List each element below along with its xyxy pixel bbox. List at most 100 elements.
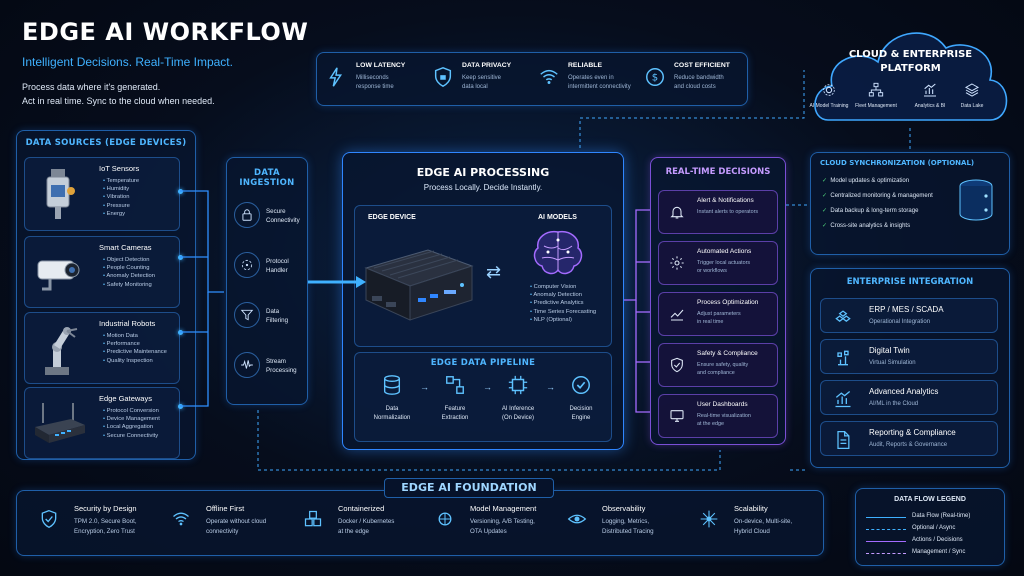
connector-dot	[178, 404, 183, 409]
benefit-desc-1: Operates even in	[568, 75, 614, 81]
decision-card-0[interactable]: Alert & Notifications Instant alerts to …	[658, 190, 778, 234]
cloud-title-line-1: CLOUD & ENTERPRISE	[848, 49, 973, 60]
page-subtitle: Intelligent Decisions. Real-Time Impact.	[22, 55, 233, 69]
source-card-3[interactable]: Edge Gateways Protocol ConversionDevice …	[24, 387, 180, 459]
enterprise-name: ERP / MES / SCADA	[869, 305, 944, 314]
ingestion-label-2: Handler	[266, 267, 288, 274]
pipeline-label-2: Engine	[571, 415, 591, 421]
foundation-name: Offline First	[206, 504, 245, 513]
benefit-desc-1: Keep sensitive	[462, 75, 502, 81]
decision-desc-2: or workflows	[697, 268, 727, 274]
source-name: Industrial Robots	[99, 319, 156, 328]
foundation-item-5: Scalability On-device, Multi-site, Hybri…	[696, 502, 824, 550]
brain-icon	[533, 230, 583, 275]
bidirectional-arrow-icon: ⇄	[486, 262, 502, 282]
cloud-item-1: Fleet Management	[854, 82, 898, 109]
legend-label: Data Flow (Real-time)	[912, 513, 971, 519]
lock-icon	[234, 202, 260, 228]
pipeline-label-1: Feature	[444, 406, 466, 412]
cloud-title-line-2: PLATFORM	[880, 63, 941, 74]
legend-label: Management / Sync	[912, 549, 966, 555]
source-bullet: Device Management	[103, 415, 160, 423]
benefit-title: DATA PRIVACY	[462, 62, 512, 69]
edge-gateway-image	[29, 394, 89, 454]
sync-item-label: Centralized monitoring & management	[830, 193, 933, 199]
foundation-desc-1: Versioning, A/B Testing,	[470, 518, 535, 525]
legend-title: DATA FLOW LEGEND	[894, 496, 966, 503]
enterprise-card-3[interactable]: Reporting & Compliance Audit, Reports & …	[820, 421, 998, 456]
ai-model-item: Anomaly Detection	[530, 291, 596, 299]
foundation-name: Security by Design	[74, 504, 137, 513]
source-bullet: Predictive Maintenance	[103, 348, 167, 356]
smart-camera-image	[29, 243, 89, 303]
enterprise-name: Advanced Analytics	[869, 387, 939, 396]
source-bullet: Safety Monitoring	[103, 281, 155, 289]
edge-device-icon	[364, 249, 474, 321]
benefit-desc-2: response time	[356, 84, 394, 90]
source-bullet: Protocol Conversion	[103, 407, 160, 415]
enterprise-desc: Audit, Reports & Governance	[869, 442, 948, 448]
checkmark-icon: ✓	[822, 223, 828, 229]
iot-sensor-image	[29, 164, 89, 226]
checkmark-icon: ✓	[822, 193, 828, 199]
foundation-desc-1: TPM 2.0, Secure Boot,	[74, 518, 137, 525]
ai-model-item: Time Series Forecasting	[530, 308, 597, 316]
cloud-sync-title: CLOUD SYNCHRONIZATION (OPTIONAL)	[820, 159, 975, 167]
enterprise-card-1[interactable]: Digital Twin Virtual Simulation	[820, 339, 998, 374]
shield-lock-icon	[430, 64, 456, 90]
page-title: EDGE AI WORKFLOW	[22, 18, 309, 46]
decisions-title: REAL-TIME DECISIONS	[665, 167, 771, 177]
foundation-item-0: Security by Design TPM 2.0, Secure Boot,…	[36, 502, 164, 550]
source-bullets: TemperatureHumidityVibrationPressureEner…	[103, 177, 140, 218]
decision-card-4[interactable]: User Dashboards Real-time visualization …	[658, 394, 778, 438]
edge-device-label: EDGE DEVICE	[368, 214, 416, 221]
chart-icon	[908, 82, 952, 98]
connector-dot	[178, 189, 183, 194]
filter-icon	[234, 302, 260, 328]
decision-card-1[interactable]: Automated Actions Trigger local actuator…	[658, 241, 778, 285]
source-bullet: Motion Data	[103, 332, 167, 340]
source-bullet: Performance	[103, 340, 167, 348]
blocks-icon	[831, 305, 855, 329]
cloud-item-label: Data Lake	[960, 103, 984, 109]
foundation-name: Containerized	[338, 504, 385, 513]
features-icon	[429, 374, 481, 396]
bell-icon	[665, 200, 689, 224]
cycle-icon	[234, 252, 260, 278]
cloud-item-0: AI Model Training	[807, 82, 851, 109]
cloud-item-label: Analytics & BI	[914, 103, 946, 109]
legend-line-2	[866, 541, 906, 542]
database-icon	[959, 179, 993, 221]
source-card-1[interactable]: Smart Cameras Object DetectionPeople Cou…	[24, 236, 180, 308]
enterprise-desc: Virtual Simulation	[869, 360, 916, 366]
enterprise-card-2[interactable]: Advanced Analytics AI/ML in the Cloud	[820, 380, 998, 415]
decision-card-2[interactable]: Process Optimization Adjust parameters i…	[658, 292, 778, 336]
source-bullet: Secure Connectivity	[103, 432, 160, 440]
pipeline-label-2: Extraction	[441, 415, 469, 421]
foundation-desc-1: Logging, Metrics,	[602, 518, 650, 525]
shield-check-icon	[36, 506, 62, 532]
foundation-title: EDGE AI FOUNDATION	[384, 478, 554, 498]
ingestion-item-1: Protocol Handler	[232, 248, 304, 288]
benefit-desc-2: and cloud costs	[674, 84, 716, 90]
source-card-0[interactable]: IoT Sensors TemperatureHumidityVibration…	[24, 157, 180, 231]
cloud-item-3: Data Lake	[950, 82, 994, 109]
decision-name: Automated Actions	[697, 248, 752, 255]
source-bullets: Object DetectionPeople CountingAnomaly D…	[103, 256, 155, 289]
source-bullet: Temperature	[103, 177, 140, 185]
source-bullets: Protocol ConversionDevice ManagementLoca…	[103, 407, 160, 440]
ai-model-item: Predictive Analytics	[530, 299, 596, 307]
legend-label: Optional / Async	[912, 525, 956, 531]
legend-label: Actions / Decisions	[912, 537, 963, 543]
connector-dot	[178, 330, 183, 335]
ingestion-label-2: Connectivity	[266, 217, 300, 224]
container-icon	[300, 506, 326, 532]
cog-icon	[665, 251, 689, 275]
enterprise-card-0[interactable]: ERP / MES / SCADA Operational Integratio…	[820, 298, 998, 333]
decision-card-3[interactable]: Safety & Compliance Ensure safety, quali…	[658, 343, 778, 387]
checkmark-icon: ✓	[822, 208, 828, 214]
decision-desc-2: and compliance	[697, 370, 735, 376]
source-card-2[interactable]: Industrial Robots Motion DataPerformance…	[24, 312, 180, 384]
enterprise-desc: AI/ML in the Cloud	[869, 401, 919, 407]
checkmark-icon: ✓	[822, 178, 828, 184]
